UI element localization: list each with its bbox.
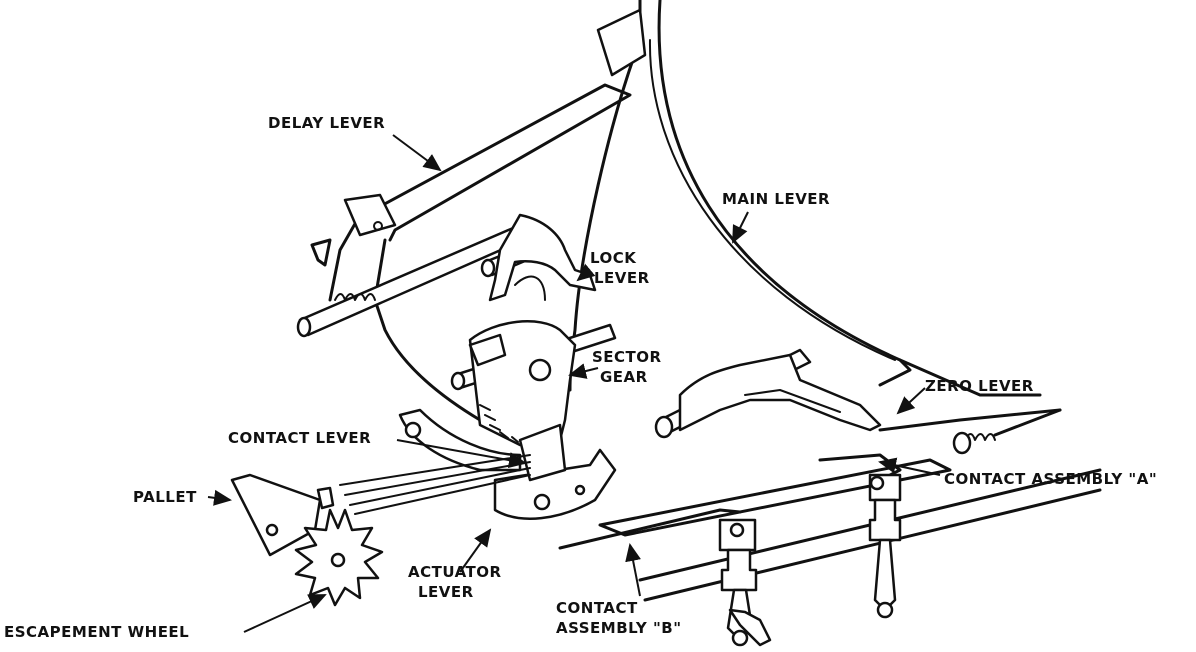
lock-lever-arrow bbox=[576, 263, 596, 282]
label-sector-gear-line1: SECTOR bbox=[592, 348, 662, 366]
label-contact-assembly-a: CONTACT ASSEMBLY "A" bbox=[944, 470, 1157, 488]
escapement-rods bbox=[339, 454, 531, 515]
contact-assembly-a-arrow bbox=[878, 457, 941, 476]
label-lock-lever-line2: LEVER bbox=[594, 269, 650, 287]
zero-lever-arrow bbox=[896, 387, 926, 415]
main-lever-arrow bbox=[732, 211, 749, 244]
label-escapement-wheel: ESCAPEMENT WHEEL bbox=[4, 623, 189, 641]
escapement-wheel-drawing bbox=[294, 508, 384, 607]
delay-lever-drawing bbox=[310, 83, 632, 422]
label-actuator-lever-line2: LEVER bbox=[418, 583, 474, 601]
contact-assemblies-drawing bbox=[558, 453, 1102, 647]
label-lock-lever-line1: LOCK bbox=[590, 249, 637, 267]
pallet-arrow bbox=[207, 489, 232, 506]
lock-lever-drawing bbox=[488, 213, 597, 302]
sector-gear-drawing bbox=[468, 320, 577, 447]
actuator-lever-arrow bbox=[459, 528, 492, 573]
label-contact-assembly-b-line2: ASSEMBLY "B" bbox=[556, 619, 682, 637]
zero-lever-drawing bbox=[678, 353, 882, 432]
label-contact-assembly-b-line1: CONTACT bbox=[556, 599, 638, 617]
label-actuator-lever-line1: ACTUATOR bbox=[408, 563, 502, 581]
label-delay-lever: DELAY LEVER bbox=[268, 114, 385, 132]
delay-lever-arrow bbox=[392, 134, 442, 172]
contact-assembly-b-arrow bbox=[625, 543, 641, 597]
pallet-drawing bbox=[230, 473, 335, 557]
labels: DELAY LEVER MAIN LEVER LOCK LEVER SECTOR… bbox=[4, 114, 1157, 641]
label-pallet: PALLET bbox=[133, 488, 197, 506]
leader-lines bbox=[207, 134, 941, 633]
label-main-lever: MAIN LEVER bbox=[722, 190, 830, 208]
contact-lever-arrow bbox=[396, 439, 527, 469]
escapement-wheel-arrow bbox=[243, 594, 327, 633]
label-contact-lever: CONTACT LEVER bbox=[228, 429, 371, 447]
label-zero-lever: ZERO LEVER bbox=[925, 377, 1034, 395]
label-sector-gear-line2: GEAR bbox=[600, 368, 648, 386]
sector-gear-arrow bbox=[568, 363, 599, 379]
